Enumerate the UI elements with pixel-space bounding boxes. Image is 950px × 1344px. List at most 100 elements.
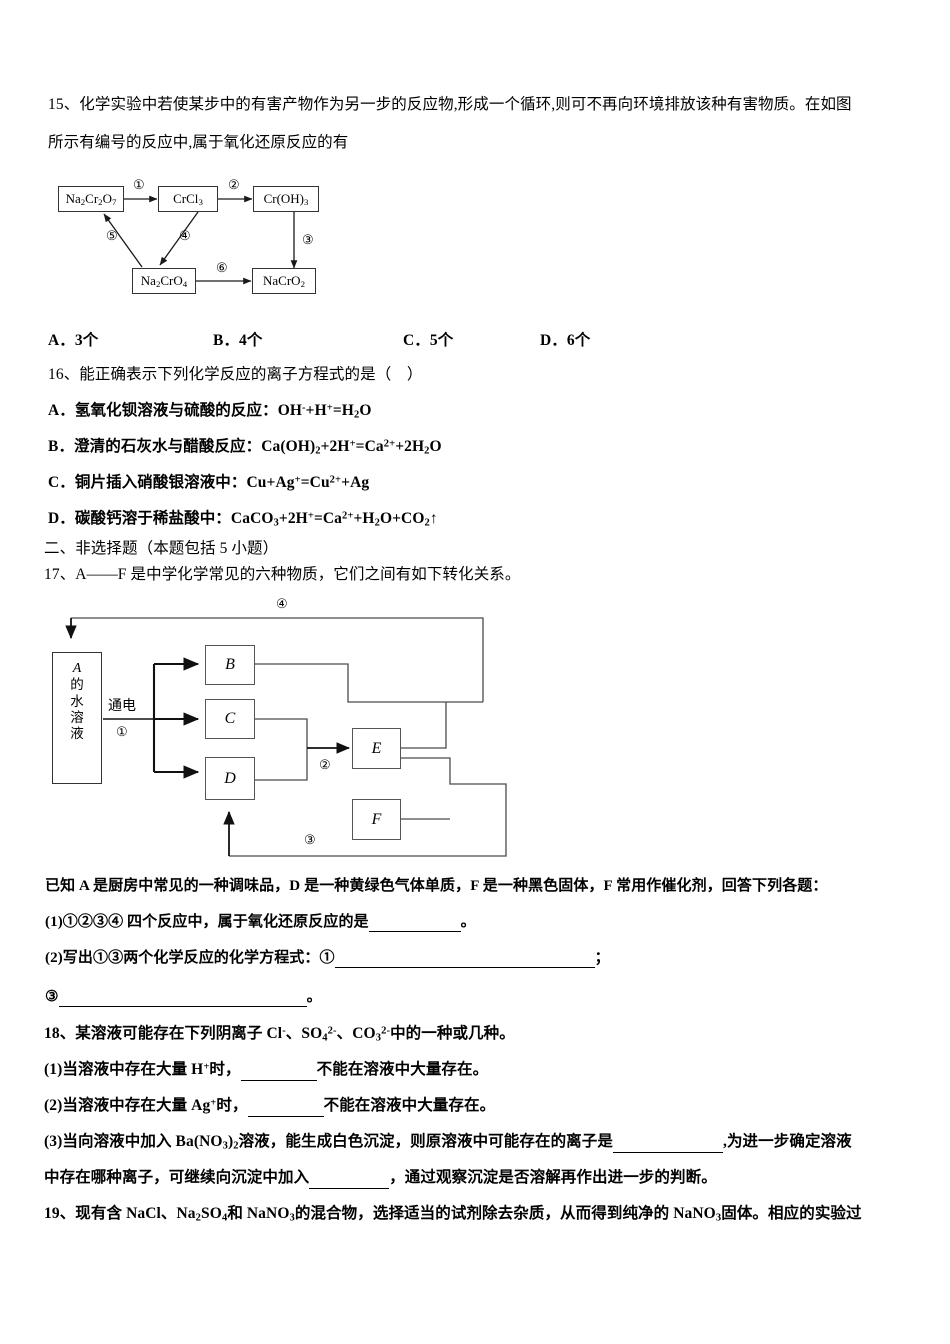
q18-stem-mid2: 、CO xyxy=(336,1025,376,1042)
q18-so4-charge: 2- xyxy=(327,1025,337,1037)
q18-part-3-line-1: (3)当向溶液中加入 Ba(NO3)2溶液，能生成白色沉淀，则原溶液中可能存在的… xyxy=(44,1133,852,1153)
q18-stem: 18、某溶液可能存在下列阴离子 Cl-、SO42-、CO32-中的一种或几种。 xyxy=(44,1025,515,1045)
q17-part-1-text: (1)①②③④ 四个反应中，属于氧化还原反应的是 xyxy=(45,914,369,930)
q16-option-a-label: A． xyxy=(48,402,75,419)
node-na2cro4-label: Na2CrO4 xyxy=(140,272,188,290)
q16-option-d: D．碳酸钙溶于稀盐酸中：CaCO3+2H+=Ca2++H2O+CO2↑ xyxy=(48,510,438,530)
q19-pre: 19、现有含 NaCl、Na xyxy=(44,1205,196,1222)
q19-stem: 19、现有含 NaCl、Na2SO4和 NaNO3的混合物，选择适当的试剂除去杂… xyxy=(44,1205,862,1225)
node-na2cr2o7-label: Na2Cr2O7 xyxy=(65,190,117,208)
q16-option-b-label: B． xyxy=(48,438,75,455)
edge-label-3: ③ xyxy=(302,232,314,247)
box-e: E xyxy=(352,728,401,769)
q16-option-b-text: 澄清的石灰水与醋酸反应： xyxy=(74,438,262,455)
edge-label-6: ⑥ xyxy=(216,260,228,275)
q16-option-b: B．澄清的石灰水与醋酸反应：Ca(OH)2+2H+=Ca2++2H2O xyxy=(48,438,442,458)
edge-label-1: ① xyxy=(133,177,145,192)
q16-option-a-text: 氢氧化钡溶液与硫酸的反应： xyxy=(74,402,278,419)
chromium-cycle-diagram: Na2Cr2O7 CrCl3 Cr(OH)3 Na2CrO4 NaCrO2 ① … xyxy=(48,176,368,304)
q18-co3-sub: 3 xyxy=(375,1032,382,1044)
q16-option-d-label: D． xyxy=(48,510,75,527)
box-f: F xyxy=(352,799,401,840)
q16-option-a: A．氢氧化钡溶液与硫酸的反应：OH-+H+=H2O xyxy=(48,402,372,422)
q15-option-a: A．3个 xyxy=(48,332,99,349)
node-na2cro4: Na2CrO4 xyxy=(132,268,196,294)
q18-part-2-tail: 不能在溶液中大量存在。 xyxy=(323,1097,496,1114)
q19-no3-sub-1: 3 xyxy=(289,1212,295,1224)
q18-part-1-answer-blank[interactable] xyxy=(240,1061,317,1081)
node-croh3-label: Cr(OH)3 xyxy=(263,190,309,208)
q18-part-3-line2-tail: ，通过观察沉淀是否溶解再作出进一步的判断。 xyxy=(389,1169,717,1186)
q15-option-d: D．6个 xyxy=(540,332,591,349)
q18-stem-mid1: 、SO xyxy=(285,1025,323,1042)
box-b: B xyxy=(205,645,255,685)
q18-part-3-answer-blank-1[interactable] xyxy=(612,1133,723,1153)
node-na2cr2o7: Na2Cr2O7 xyxy=(58,186,124,212)
a-aqueous-solution-box: A 的 水 溶 液 xyxy=(52,652,102,784)
q17-part-1-answer-blank[interactable] xyxy=(368,913,461,932)
edge-label-5: ⑤ xyxy=(106,228,118,243)
q17-part-2-text: (2)写出①③两个化学反应的化学方程式：① xyxy=(45,950,335,966)
node-crcl3: CrCl3 xyxy=(158,186,218,212)
q19-mid2: 和 NaNO xyxy=(227,1205,290,1222)
q18-part-3-tail: ,为进一步确定溶液 xyxy=(722,1133,852,1150)
q18-part-2-mid: 时， xyxy=(216,1097,248,1114)
node-nacro2: NaCrO2 xyxy=(252,268,316,294)
q18-stem-tail: 中的一种或几种。 xyxy=(390,1025,515,1042)
q17-part-3-text: ③ xyxy=(45,989,59,1005)
reaction-number-3: ③ xyxy=(304,832,316,847)
q18-part-3-answer-blank-2[interactable] xyxy=(309,1169,390,1189)
q18-part-3-mid1: ) xyxy=(227,1133,234,1150)
q18-part-1-pre: (1)当溶液中存在大量 H xyxy=(44,1061,204,1078)
node-nacro2-label: NaCrO2 xyxy=(263,272,305,290)
q18-part-2-pre: (2)当溶液中存在大量 Ag xyxy=(44,1097,211,1114)
q16-option-c-text: 铜片插入硝酸银溶液中： xyxy=(74,474,247,491)
q18-part-3-line-2: 中存在哪种离子，可继续向沉淀中加入 ，通过观察沉淀是否溶解再作出进一步的判断。 xyxy=(44,1169,717,1189)
q18-so4-sub: 4 xyxy=(322,1032,328,1044)
q18-part-3-mid2: 溶液，能生成白色沉淀，则原溶液中可能存在的离子是 xyxy=(238,1133,613,1150)
q18-part-3-pre: (3)当向溶液中加入 Ba(NO xyxy=(44,1133,223,1150)
q16-option-c-equation: Cu+Ag+=Cu2++Ag xyxy=(246,474,370,491)
node-crcl3-label: CrCl3 xyxy=(173,190,203,208)
q18-stem-pre: 18、某溶液可能存在下列阴离子 Cl xyxy=(44,1025,283,1042)
q19-so4-sub: 4 xyxy=(221,1212,228,1224)
q16-option-d-text: 碳酸钙溶于稀盐酸中： xyxy=(74,510,231,527)
q18-part-3-line2-pre: 中存在哪种离子，可继续向沉淀中加入 xyxy=(44,1169,310,1186)
reaction-number-1: ① xyxy=(116,724,128,739)
edge-label-4: ④ xyxy=(179,228,191,243)
q17-part-2-answer-blank[interactable] xyxy=(334,949,595,968)
q17-part-2: (2)写出①③两个化学反应的化学方程式：① ； xyxy=(45,949,610,968)
q15-stem-line1: 15、化学实验中若使某步中的有害产物作为另一步的反应物,形成一个循环,则可不再向… xyxy=(48,96,852,113)
q17-part-1: (1)①②③④ 四个反应中，属于氧化还原反应的是 。 xyxy=(45,913,476,932)
q19-na2-sub: 2 xyxy=(195,1212,202,1224)
q17-part-2-tail: ； xyxy=(594,950,610,966)
box-c: C xyxy=(205,699,255,739)
a-solution-line-4: 液 xyxy=(70,726,84,742)
q18-part-3-no3-sub: 3 xyxy=(222,1140,228,1152)
q15-option-c: C．5个 xyxy=(403,332,454,349)
a-solution-line-1: 的 xyxy=(70,677,84,693)
q16-stem: 16、能正确表示下列化学反应的离子方程式的是（ ） xyxy=(48,366,423,383)
node-croh3: Cr(OH)3 xyxy=(253,186,319,212)
edge-label-2: ② xyxy=(228,177,240,192)
q16-option-c: C．铜片插入硝酸银溶液中：Cu+Ag+=Cu2++Ag xyxy=(48,474,369,493)
condition-label-tongdian: 通电 xyxy=(108,699,136,714)
a-to-f-connectors xyxy=(65,617,507,857)
a-to-f-transformation-diagram: A 的 水 溶 液 通电 ① B C D E F ④ ② ③ xyxy=(46,594,512,866)
q19-mid1: SO xyxy=(201,1205,222,1222)
q17-stem: 17、A——F 是中学化学常见的六种物质，它们之间有如下转化关系。 xyxy=(44,566,521,583)
q18-part-2: (2)当溶液中存在大量 Ag+时， 不能在溶液中大量存在。 xyxy=(44,1097,495,1117)
q17-part-1-tail: 。 xyxy=(460,914,476,930)
q18-part-1: (1)当溶液中存在大量 H+时， 不能在溶液中大量存在。 xyxy=(44,1061,488,1081)
q17-part-3-answer-blank[interactable] xyxy=(58,988,307,1007)
box-d: D xyxy=(205,757,255,800)
q18-part-2-answer-blank[interactable] xyxy=(247,1097,324,1117)
q16-option-c-label: C． xyxy=(48,474,75,491)
a-solution-line-0: A xyxy=(72,661,82,676)
q15-stem-line2: 所示有编号的反应中,属于氧化还原反应的有 xyxy=(48,134,349,151)
q15-option-b: B．4个 xyxy=(213,332,263,349)
q18-part-1-mid: 时， xyxy=(209,1061,241,1078)
q18-cl-charge: - xyxy=(282,1025,286,1037)
q18-part-2-ag-charge: + xyxy=(210,1097,217,1109)
